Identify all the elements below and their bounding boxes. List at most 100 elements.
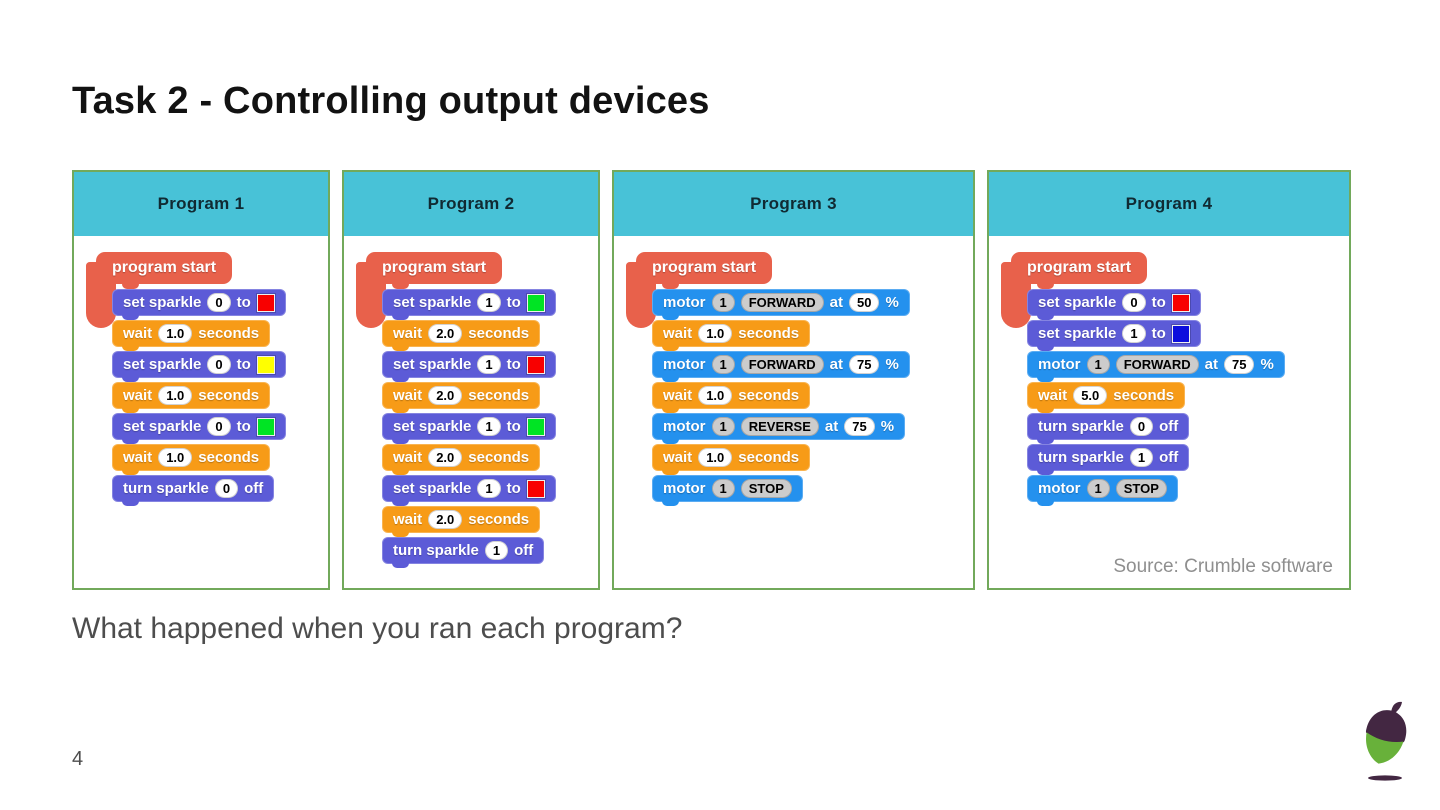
block-text: wait [123,387,153,404]
block-text: to [236,418,251,435]
block-text: % [880,418,895,435]
block-text: program start [1027,259,1132,276]
block-text: wait [393,387,423,404]
panel-header: Program 4 [989,172,1349,236]
red-color-swatch [526,355,545,374]
value-pill: 1 [477,417,501,436]
block-text: to [506,356,521,373]
block-text: turn sparkle [1038,449,1124,466]
block-text: to [506,418,521,435]
block-text: to [506,294,521,311]
block-text: program start [382,259,487,276]
block-text: off [1159,449,1179,466]
value-pill: 0 [207,355,231,374]
page-title: Task 2 - Controlling output devices [72,80,710,122]
block-text: wait [663,325,693,342]
value-pill: 1 [477,355,501,374]
value-pill: 0 [214,479,239,498]
block-text: wait [393,449,423,466]
page-number: 4 [72,748,84,770]
question-text: What happened when you ran each program? [72,612,683,645]
value-pill: 1 [711,479,735,498]
block-text: wait [393,511,423,528]
block-text: at [1204,356,1219,373]
value-pill: 0 [1129,417,1154,436]
block-text: set sparkle [123,356,202,373]
value-pill: 75 [849,355,880,374]
block-text: off [1159,418,1179,435]
acorn-logo [1358,698,1414,784]
block-text: off [514,542,534,559]
block-text: off [244,480,264,497]
panel-title: Program 1 [157,194,245,213]
block-text: set sparkle [123,418,202,435]
block-text: motor [663,294,706,311]
panel-header: Program 2 [344,172,598,236]
block-text: program start [112,259,217,276]
block-text: wait [123,325,153,342]
panel-header: Program 1 [74,172,328,236]
value-pill: 1.0 [698,448,733,467]
value-pill: FORWARD [740,355,824,374]
block-program-start: program start [625,252,773,328]
block-text: seconds [198,325,260,342]
yellow-color-swatch [256,355,275,374]
block-text: to [1151,294,1166,311]
value-pill: 1 [1129,448,1154,467]
green-color-swatch [526,293,545,312]
value-pill: 5.0 [1073,386,1108,405]
block-text: motor [1038,480,1081,497]
value-pill: 1.0 [158,324,193,343]
value-pill: 1 [711,293,735,312]
block-text: seconds [738,449,800,466]
block-text: seconds [468,325,530,342]
block-sparkle: turn sparkle 1 off [1027,444,1190,475]
block-text: at [829,294,844,311]
block-text: wait [123,449,153,466]
value-pill: 0 [207,293,231,312]
block-text: seconds [468,449,530,466]
panel-title: Program 3 [750,194,837,213]
block-text: to [506,480,521,497]
value-pill: 1.0 [698,324,733,343]
block-text: seconds [738,325,800,342]
block-text: % [885,294,899,311]
value-pill: 1 [711,355,735,374]
block-text: seconds [198,449,260,466]
block-wait: wait 1.0 seconds [112,320,271,351]
panel-title: Program 2 [427,194,515,213]
block-text: motor [663,356,706,373]
block-text: seconds [198,387,260,404]
block-text: wait [1038,387,1068,404]
value-pill: 2.0 [428,510,463,529]
value-pill: 1 [477,293,501,312]
block-text: at [824,418,839,435]
value-pill: STOP [740,479,792,498]
